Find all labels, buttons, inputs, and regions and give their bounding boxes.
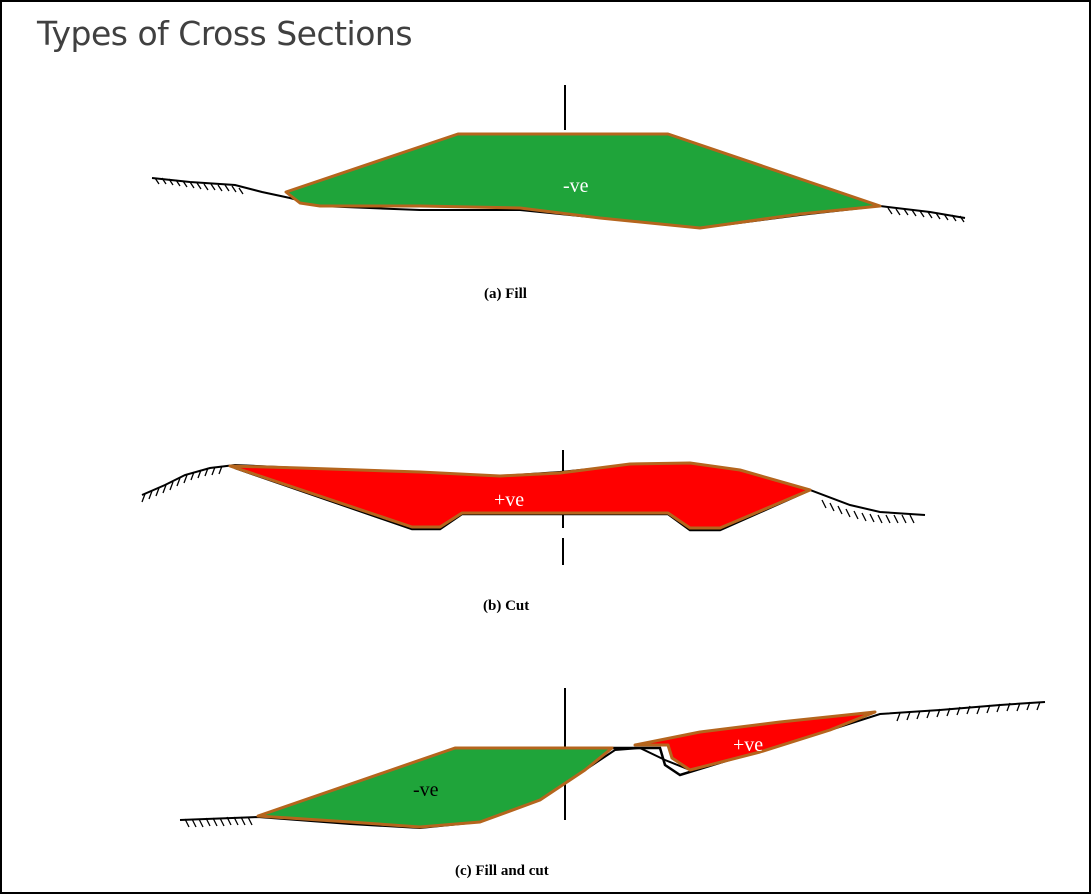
cut-region <box>228 461 812 530</box>
section-caption-cut: (b) Cut <box>483 598 529 614</box>
section-cut: +ve (b) Cut <box>141 450 926 614</box>
ground-hatch-left <box>184 816 253 828</box>
section-caption-fill-and-cut: (c) Fill and cut <box>455 863 549 879</box>
ground-hatch-left <box>154 177 244 195</box>
section-fill: -ve (a) Fill <box>151 85 966 302</box>
fill-region <box>284 132 882 230</box>
cut-region <box>633 710 877 772</box>
ground-hatch-left <box>141 465 223 503</box>
region-label-cut: +ve <box>494 489 524 511</box>
ground-hatch-right <box>887 207 965 223</box>
section-fill-and-cut: -ve +ve (c) Fill and cut <box>179 688 1046 879</box>
ground-hatch-right <box>821 499 915 524</box>
section-caption-fill: (a) Fill <box>484 286 527 302</box>
region-label-cut: +ve <box>733 734 763 756</box>
region-label-fill: -ve <box>413 779 439 801</box>
region-label-fill: -ve <box>563 175 589 197</box>
ground-hatch-right <box>896 701 1041 722</box>
figure-title: Types of Cross Sections <box>37 14 413 53</box>
fill-region <box>256 746 614 829</box>
